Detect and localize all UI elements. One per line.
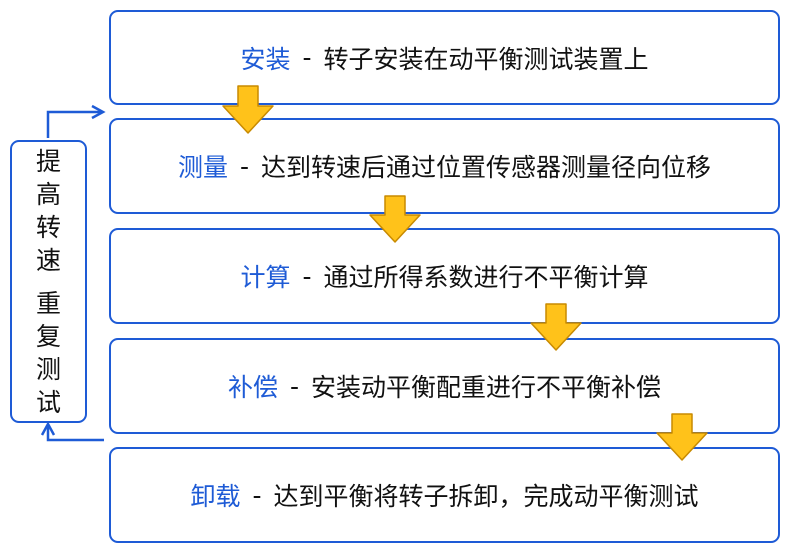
repeat-loop-line-1: 提高转速: [35, 146, 61, 275]
step-unload: 卸载 - 达到平衡将转子拆卸，完成动平衡测试: [109, 447, 780, 543]
step-measure: 测量 - 达到转速后通过位置传感器测量径向位移: [109, 118, 780, 214]
step-compensate-separator: -: [289, 371, 300, 401]
step-unload-keyword: 卸载: [190, 482, 241, 511]
step-calculate-description: 通过所得系数进行不平衡计算: [323, 263, 649, 292]
down-arrow-icon: [530, 303, 582, 351]
step-install: 安装 - 转子安装在动平衡测试装置上: [109, 10, 780, 105]
repeat-loop-label: 提高转速 重复测试: [10, 140, 87, 423]
down-arrow-icon: [222, 85, 274, 134]
repeat-loop-line-2: 重复测试: [35, 288, 61, 417]
step-calculate-separator: -: [302, 261, 312, 291]
step-install-keyword: 安装: [240, 44, 291, 74]
step-compensate-keyword: 补偿: [227, 373, 278, 402]
step-unload-separator: -: [252, 480, 262, 510]
down-arrow-icon: [656, 413, 708, 461]
step-compensate-description: 安装动平衡配重进行不平衡补偿: [311, 373, 662, 402]
step-install-separator: -: [302, 43, 312, 72]
step-measure-description: 达到转速后通过位置传感器测量径向位移: [261, 153, 712, 182]
step-compensate: 补偿 - 安装动平衡配重进行不平衡补偿: [109, 338, 780, 434]
step-measure-keyword: 测量: [177, 153, 228, 182]
step-measure-separator: -: [239, 151, 250, 181]
step-calculate-keyword: 计算: [240, 263, 291, 292]
step-calculate: 计算 - 通过所得系数进行不平衡计算: [109, 228, 780, 324]
down-arrow-icon: [369, 195, 421, 243]
step-install-description: 转子安装在动平衡测试装置上: [323, 44, 649, 74]
step-unload-description: 达到平衡将转子拆卸，完成动平衡测试: [273, 482, 699, 511]
repeat-loop-box: [10, 140, 87, 423]
